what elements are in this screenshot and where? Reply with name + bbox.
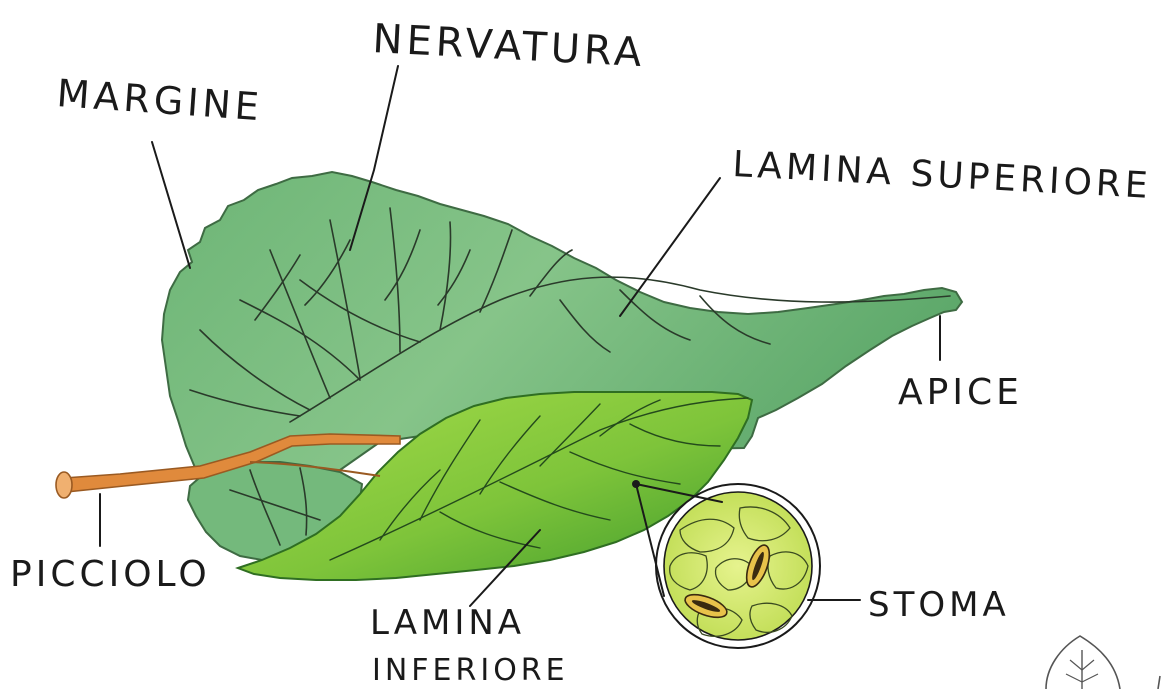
leader-margine <box>152 142 190 268</box>
leader-lamina-superiore <box>620 178 720 316</box>
leaf-logo-icon <box>1046 636 1160 689</box>
label-stoma: STOMA <box>868 585 1010 625</box>
label-picciolo: PICCIOLO <box>10 554 211 595</box>
stoma-circle-inner <box>664 492 812 640</box>
petiole-base <box>56 472 72 498</box>
label-apice: APICE <box>898 372 1023 413</box>
label-lamina-inferiore-2: INFERIORE <box>372 653 569 688</box>
label-margine: MARGINE <box>55 71 264 129</box>
label-lamina-inferiore-1: LAMINA <box>370 603 525 643</box>
label-nervatura: NERVATURA <box>371 16 646 76</box>
label-lamina-superiore: LAMINA SUPERIORE <box>732 144 1153 207</box>
